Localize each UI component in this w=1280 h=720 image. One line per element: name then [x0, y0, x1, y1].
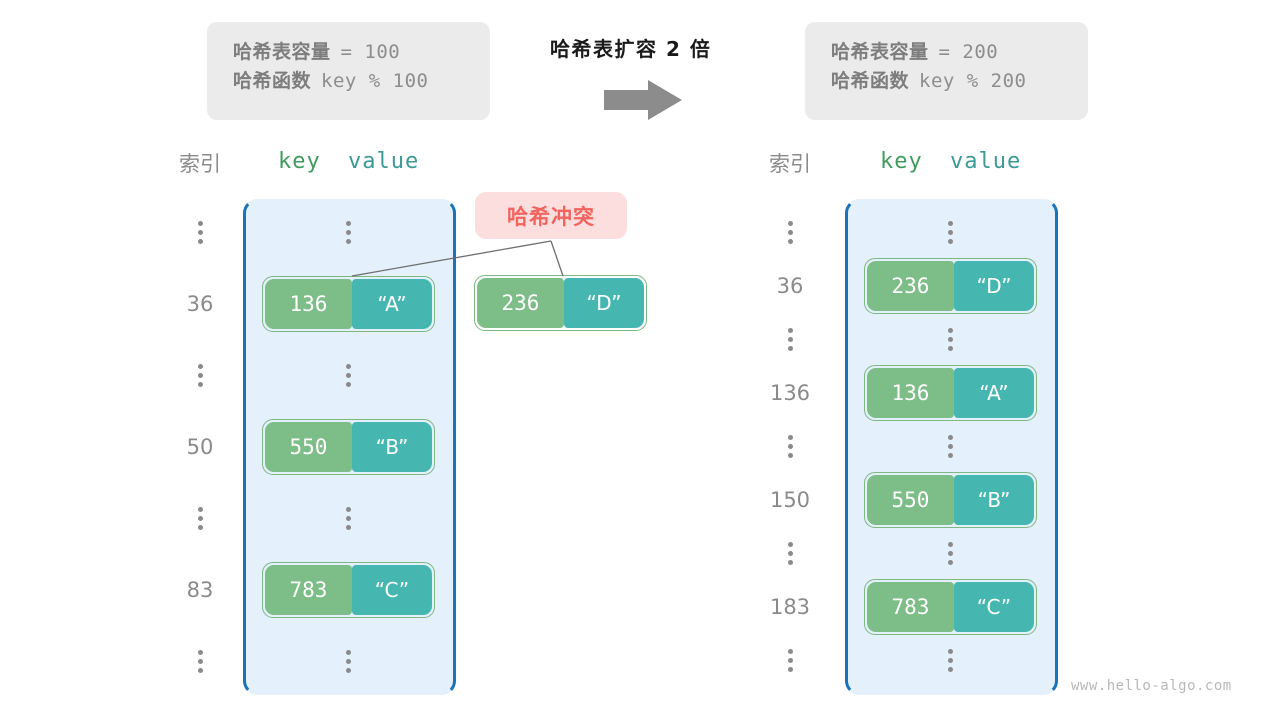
row-index-label: 36 [186, 291, 214, 316]
entry-pair: 550“B” [864, 471, 1037, 528]
watermark: www.hello-algo.com [1071, 678, 1232, 694]
expansion-title: 哈希表扩容 2 倍 [550, 37, 712, 61]
entry-value-cell: “A” [953, 367, 1034, 418]
entry-pair: 136“A” [262, 275, 435, 332]
entry-value-cell: “A” [351, 278, 432, 329]
index-ellipsis-icon [787, 418, 793, 474]
index-ellipsis-icon [197, 347, 203, 403]
bucket-ellipsis-icon [948, 525, 954, 581]
left-capacity-line: 哈希表容量 = 100 [233, 38, 464, 67]
bucket-ellipsis-icon [948, 311, 954, 367]
row-index-label: 150 [769, 487, 811, 512]
arrow-right-icon [604, 78, 682, 122]
entry-value-cell: “C” [351, 564, 432, 615]
index-ellipsis-icon [197, 490, 203, 546]
entry-key-cell: 136 [867, 367, 954, 418]
row-index-label: 83 [186, 577, 214, 602]
left-value-header: value [348, 149, 420, 174]
entry-pair: 550“B” [262, 418, 435, 475]
bucket-ellipsis-icon [948, 204, 954, 260]
right-hashfunc-line: 哈希函数 key % 200 [831, 67, 1062, 96]
colliding-entry-value: “D” [563, 278, 644, 328]
entry-key-cell: 236 [867, 260, 954, 311]
row-index-label: 136 [769, 380, 811, 405]
entry-key-cell: 136 [265, 278, 352, 329]
bucket-ellipsis-icon [346, 204, 352, 260]
right-value-header: value [950, 149, 1022, 174]
right-capacity-label: 哈希表容量 [831, 41, 929, 63]
index-ellipsis-icon [197, 633, 203, 689]
index-ellipsis-icon [787, 204, 793, 260]
colliding-entry-key: 236 [477, 278, 564, 328]
hash-collision-badge: 哈希冲突 [475, 192, 627, 239]
row-index-label: 50 [186, 434, 214, 459]
entry-value-cell: “B” [351, 421, 432, 472]
entry-key-cell: 783 [265, 564, 352, 615]
entry-pair: 783“C” [262, 561, 435, 618]
bucket-ellipsis-icon [346, 347, 352, 403]
left-hashfunc-label: 哈希函数 [233, 70, 312, 93]
entry-key-cell: 550 [867, 474, 954, 525]
left-capacity-value: = 100 [340, 41, 401, 63]
row-index-label: 183 [769, 594, 811, 619]
bucket-ellipsis-icon [346, 490, 352, 546]
right-capacity-line: 哈希表容量 = 200 [831, 38, 1062, 67]
right-hashfunc-value: key % 200 [919, 70, 1027, 93]
left-capacity-label: 哈希表容量 [233, 41, 331, 63]
entry-key-cell: 550 [265, 421, 352, 472]
left-hash-config-box: 哈希表容量 = 100 哈希函数 key % 100 [207, 22, 490, 120]
entry-pair: 783“C” [864, 578, 1037, 635]
entry-value-cell: “D” [953, 260, 1034, 311]
index-ellipsis-icon [787, 311, 793, 367]
left-hashfunc-value: key % 100 [321, 70, 429, 93]
bucket-ellipsis-icon [948, 418, 954, 474]
right-hash-config-box: 哈希表容量 = 200 哈希函数 key % 200 [805, 22, 1088, 120]
entry-value-cell: “B” [953, 474, 1034, 525]
entry-pair: 136“A” [864, 364, 1037, 421]
row-index-label: 36 [776, 273, 804, 298]
right-index-header: 索引 [769, 152, 811, 176]
index-ellipsis-icon [787, 525, 793, 581]
entry-key-cell: 783 [867, 581, 954, 632]
right-capacity-value: = 200 [938, 41, 999, 63]
entry-value-cell: “C” [953, 581, 1034, 632]
left-key-header: key [278, 149, 321, 174]
right-key-header: key [880, 149, 923, 174]
left-hashfunc-line: 哈希函数 key % 100 [233, 67, 464, 96]
entry-pair: 236“D” [864, 257, 1037, 314]
index-ellipsis-icon [787, 632, 793, 688]
bucket-ellipsis-icon [948, 632, 954, 688]
colliding-entry-pair: 236 “D” [474, 275, 647, 331]
right-hashfunc-label: 哈希函数 [831, 70, 910, 93]
left-index-header: 索引 [179, 152, 221, 176]
index-ellipsis-icon [197, 204, 203, 260]
bucket-ellipsis-icon [346, 633, 352, 689]
